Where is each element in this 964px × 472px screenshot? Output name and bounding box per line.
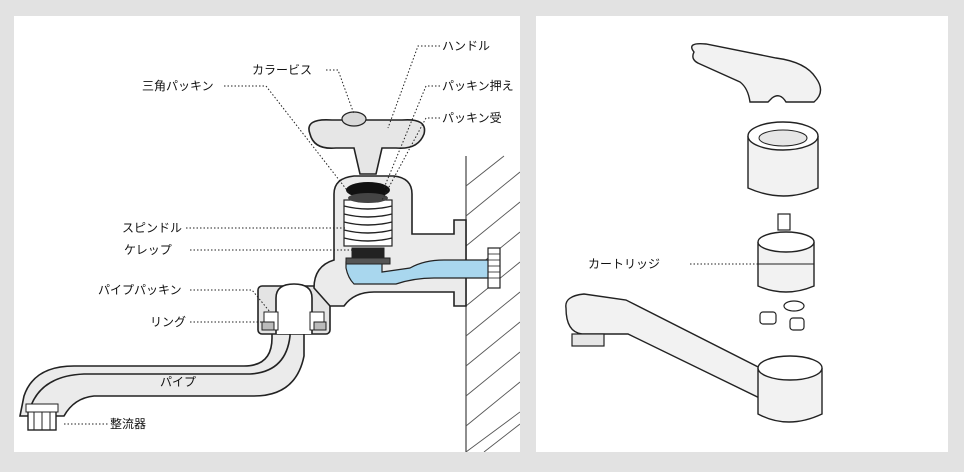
kerep-part [345,247,391,265]
label-triangle-packing: 三角パッキン [142,79,214,93]
seal-parts [759,300,805,331]
aerator-part [25,403,59,431]
label-kerep: ケレップ [124,243,172,257]
label-spindle: スピンドル [122,221,182,235]
ring-right [313,321,327,331]
label-aerator: 整流器 [110,416,146,431]
cover-cylinder-part [747,121,819,197]
cartridge-part [757,213,815,293]
label-color-screw: カラービス [252,63,312,77]
handle-part [308,111,426,175]
label-ring: リング [150,315,186,329]
packing-seat-part [348,193,388,203]
lever-handle-part [691,42,822,103]
label-handle: ハンドル [442,39,490,53]
leader-lines [64,45,440,425]
spout-body-part [565,293,823,423]
label-packing-retainer: パッキン押え [442,79,514,93]
faucet-cross-section-panel: カラービス ハンドル 三角パッキン パッキン押え パッキン受 スピンドル ケレッ… [14,16,520,452]
color-screw-part [341,111,367,127]
wall-hatching [465,155,520,452]
faucet-cross-section-diagram: カラービス ハンドル 三角パッキン パッキン押え パッキン受 スピンドル ケレッ… [19,39,520,452]
label-cartridge: カートリッジ [588,257,660,271]
label-pipe: パイプ [160,375,196,389]
spindle-part [343,199,393,247]
mixer-exploded-diagram: カートリッジ [565,42,823,423]
pipe-joint [257,283,331,335]
label-packing-seat: パッキン受 [442,111,502,125]
ring-left [261,321,275,331]
mixer-exploded-panel: カートリッジ [536,16,948,452]
label-pipe-packing: パイプパッキン [98,283,182,297]
water-channel [345,259,497,285]
